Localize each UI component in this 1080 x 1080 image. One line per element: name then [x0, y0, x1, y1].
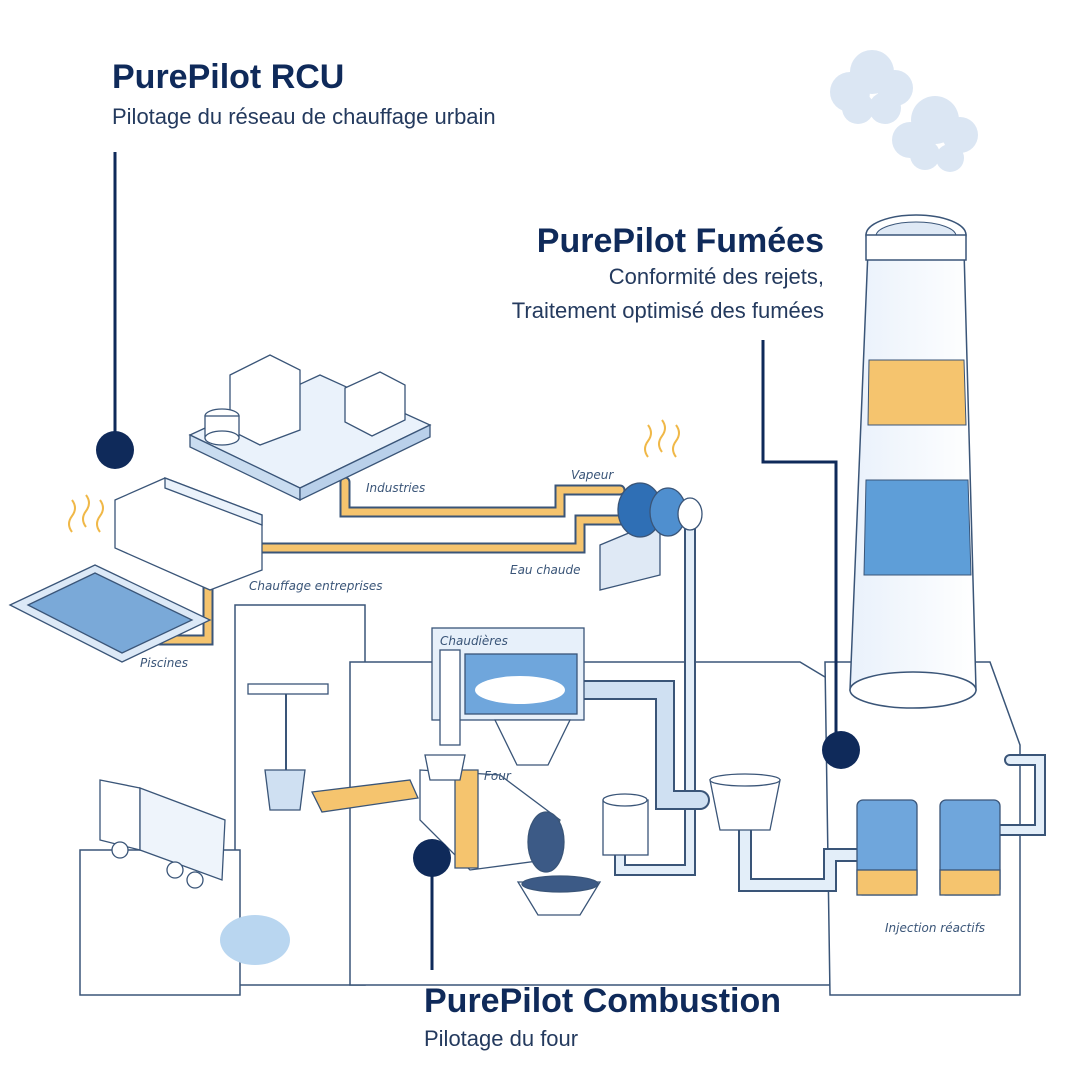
turbine: [599, 482, 703, 591]
combustion-subtitle: Pilotage du four: [424, 1026, 579, 1051]
kiln: [311, 754, 602, 916]
label-piscines: Piscines: [140, 656, 188, 670]
enterprise-site: [8, 477, 263, 663]
smoke-clouds: [830, 50, 978, 172]
label-eau-chaude: Eau chaude: [510, 563, 581, 577]
crane-and-truck: [99, 683, 329, 965]
label-chauffage-entreprises: Chauffage entreprises: [249, 579, 383, 593]
combustion-title: PurePilot Combustion: [424, 982, 781, 1020]
combustion-marker-dot: [413, 839, 451, 877]
filter-equipment: [602, 773, 781, 856]
label-four: Four: [484, 769, 512, 783]
fumees-marker-dot: [822, 731, 860, 769]
label-vapeur: Vapeur: [571, 468, 614, 482]
chimney: [849, 214, 977, 709]
rcu-marker-dot: [96, 431, 134, 469]
boiler: [431, 627, 585, 766]
rcu-title: PurePilot RCU: [112, 58, 345, 96]
label-industries: Industries: [366, 481, 425, 495]
heat-waves: [68, 419, 680, 533]
rcu-subtitle: Pilotage du réseau de chauffage urbain: [112, 104, 496, 129]
callout-dots: [96, 431, 860, 877]
reactor-tanks: [856, 799, 1001, 896]
heat-pipes: [154, 476, 636, 646]
label-injection-reactifs: Injection réactifs: [885, 921, 985, 935]
label-chaudieres: Chaudières: [440, 634, 508, 648]
industries-site: [188, 354, 432, 502]
fumees-title: PurePilot Fumées: [536, 222, 824, 260]
callout-lines: [113, 152, 838, 970]
fumees-subtitle-line2: Traitement optimisé des fumées: [511, 298, 824, 323]
fumees-subtitle-line1: Conformité des rejets,: [608, 264, 824, 289]
